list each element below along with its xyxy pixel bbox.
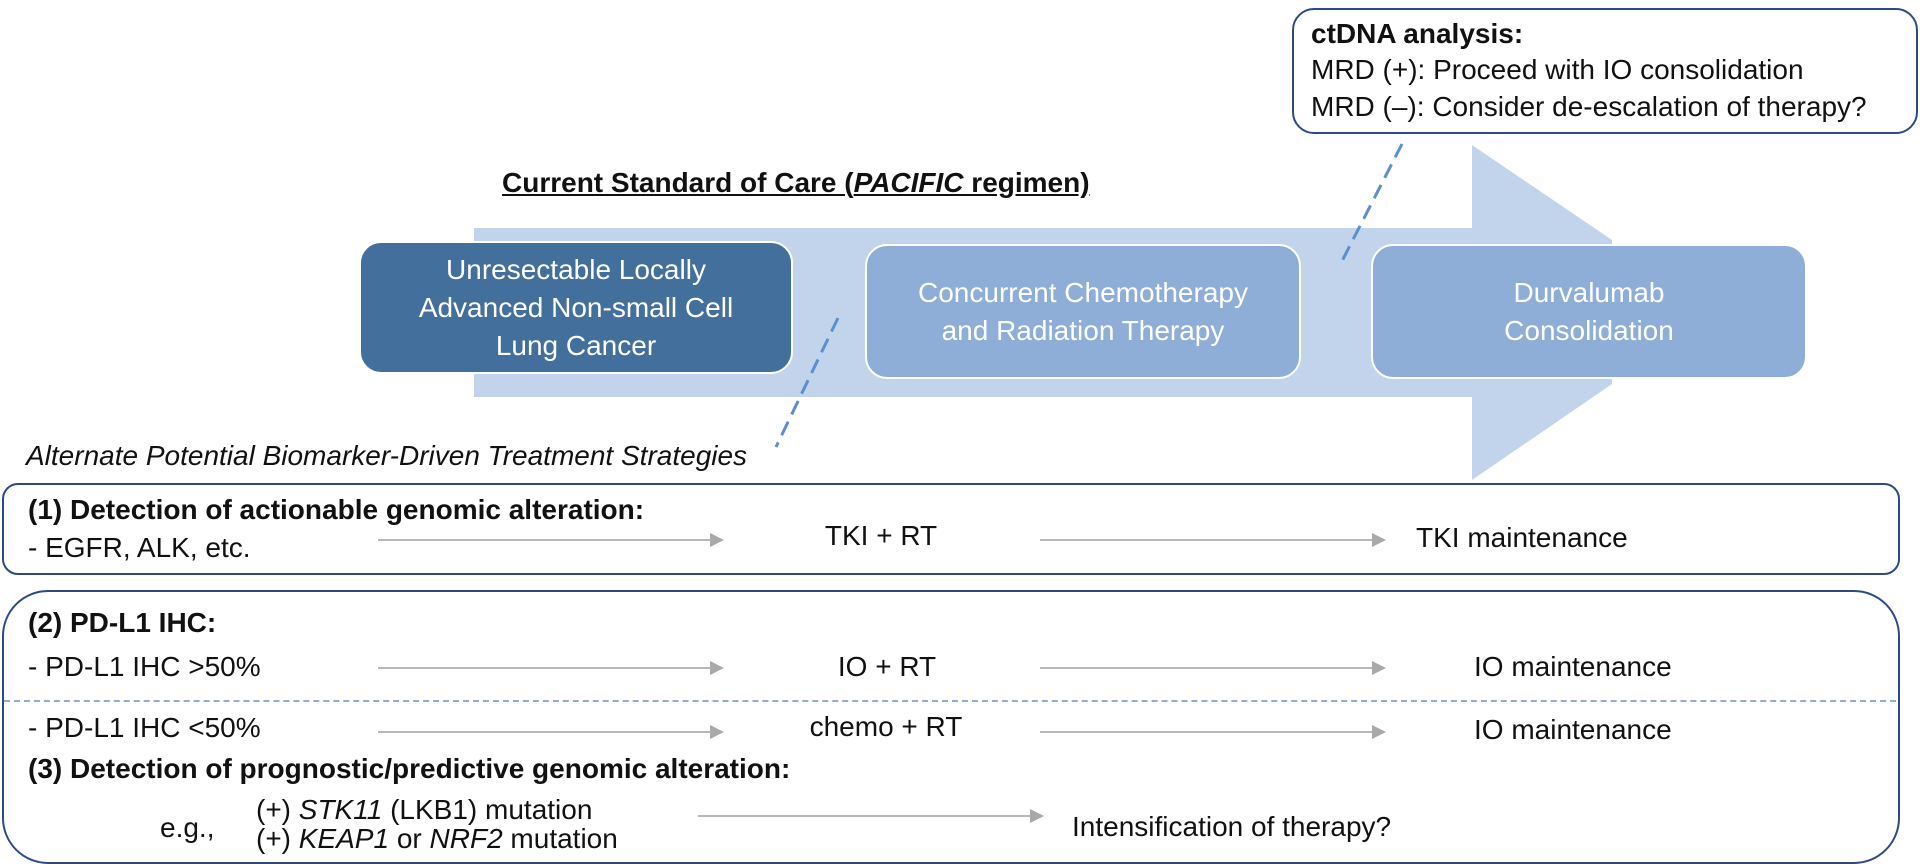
strategy3-mutation-keap1-nrf2: (+) KEAP1 or NRF2 mutation bbox=[256, 823, 618, 854]
ctdna-mrd-positive: MRD (+): Proceed with IO consolidation bbox=[1311, 54, 1804, 85]
strategy3-mutation-stk11: (+) STK11 (LKB1) mutation bbox=[256, 794, 593, 825]
stage-durvalumab-consolidation: Durvalumab Consolidation bbox=[1371, 244, 1807, 379]
strategy2-row1-treatment: IO + RT bbox=[837, 651, 937, 682]
ctdna-mrd-negative: MRD (–): Consider de-escalation of thera… bbox=[1311, 91, 1867, 122]
stage-unresectable-nsclc: Unresectable Locally Advanced Non-small … bbox=[359, 241, 793, 374]
strategy2-row2-arrow1-head bbox=[710, 725, 724, 739]
strategy3-outcome: Intensification of therapy? bbox=[1072, 811, 1392, 842]
strategy2-3-box bbox=[2, 590, 1900, 864]
strategy3-arrow-line bbox=[698, 815, 1038, 817]
strategy3-title: (3) Detection of prognostic/predictive g… bbox=[28, 753, 791, 784]
strategy3-arrow-head bbox=[1030, 809, 1044, 823]
strategy2-row2-arrow2-line bbox=[1040, 731, 1380, 733]
ctdna-title: ctDNA analysis: bbox=[1311, 18, 1524, 49]
strategy3-eg: e.g., bbox=[160, 812, 215, 843]
strategy2-row1-arrow1-line bbox=[378, 667, 718, 669]
strategy1-arrow1-head bbox=[710, 533, 724, 547]
strategy2-title: (2) PD-L1 IHC: bbox=[28, 607, 217, 638]
strategy2-row2-arrow1-line bbox=[378, 731, 718, 733]
strategy2-row1-maintenance: IO maintenance bbox=[1474, 651, 1672, 682]
strategy1-arrow2-line bbox=[1040, 539, 1380, 541]
strategy1-arrow1-line bbox=[378, 539, 718, 541]
strategy2-row2-treatment: chemo + RT bbox=[809, 711, 963, 742]
strategy2-row2-marker: - PD-L1 IHC <50% bbox=[28, 712, 261, 743]
strategy1-title: (1) Detection of actionable genomic alte… bbox=[28, 494, 645, 525]
strategy2-row2-maintenance: IO maintenance bbox=[1474, 714, 1672, 745]
standard-of-care-title: Current Standard of Care (PACIFIC regime… bbox=[502, 167, 1090, 198]
strategy2-row1-arrow2-head bbox=[1372, 661, 1386, 675]
pdl1-row-divider bbox=[4, 700, 1896, 702]
ctdna-analysis-box bbox=[1292, 8, 1918, 134]
strategy1-maintenance: TKI maintenance bbox=[1416, 522, 1628, 553]
stage-chemoradiation: Concurrent Chemotherapy and Radiation Th… bbox=[865, 244, 1301, 379]
strategy1-arrow2-head bbox=[1372, 533, 1386, 547]
alternate-strategies-heading: Alternate Potential Biomarker-Driven Tre… bbox=[26, 440, 748, 471]
strategy2-row2-arrow2-head bbox=[1372, 725, 1386, 739]
strategy1-marker: - EGFR, ALK, etc. bbox=[28, 532, 251, 563]
strategy2-row1-arrow2-line bbox=[1040, 667, 1380, 669]
strategy2-row1-marker: - PD-L1 IHC >50% bbox=[28, 651, 261, 682]
strategy1-box bbox=[2, 483, 1900, 575]
alternate-dashed-connector bbox=[774, 317, 840, 448]
strategy1-treatment: TKI + RT bbox=[824, 520, 938, 551]
strategy2-row1-arrow1-head bbox=[710, 661, 724, 675]
